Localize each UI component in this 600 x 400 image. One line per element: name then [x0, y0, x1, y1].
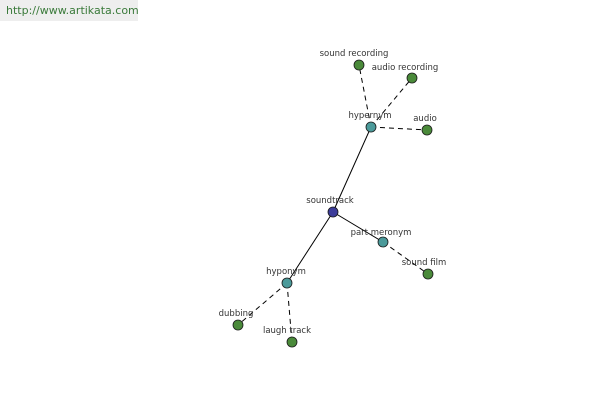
- node-label-dubbing[interactable]: dubbing: [219, 309, 254, 319]
- edge-soundtrack-to-hyponym: [286, 211, 334, 284]
- node-label-part-meronym[interactable]: part meronym: [351, 228, 412, 238]
- node-part-meronym[interactable]: [377, 236, 389, 248]
- node-sound-film[interactable]: [422, 268, 434, 280]
- node-audio[interactable]: [421, 124, 433, 136]
- node-soundtrack[interactable]: [327, 206, 339, 218]
- edges-layer: [237, 64, 429, 343]
- node-label-hyponym[interactable]: hyponym: [266, 267, 306, 277]
- edge-hypernym-to-audio-recording: [370, 77, 413, 128]
- node-label-hypernym[interactable]: hypernym: [348, 111, 391, 121]
- edge-soundtrack-to-hypernym: [332, 126, 372, 213]
- node-label-audio[interactable]: audio: [413, 114, 437, 124]
- node-label-audio-recording[interactable]: audio recording: [372, 63, 439, 73]
- edge-soundtrack-to-part-meronym: [332, 211, 384, 243]
- node-hypernym[interactable]: [365, 121, 377, 133]
- node-label-laugh-track[interactable]: laugh track: [263, 326, 311, 336]
- node-label-sound-film[interactable]: sound film: [402, 258, 447, 268]
- node-hyponym[interactable]: [281, 277, 293, 289]
- node-laugh-track[interactable]: [286, 336, 298, 348]
- node-sound-recording[interactable]: [353, 59, 365, 71]
- node-dubbing[interactable]: [232, 319, 244, 331]
- labels-layer: soundtrack hypernym part meronym hyponym sou…: [219, 49, 447, 336]
- site-url-link[interactable]: http://www.artikata.com: [0, 0, 139, 21]
- edge-hyponym-to-laugh-track: [286, 282, 293, 343]
- nodes-layer: [232, 59, 434, 348]
- node-label-sound-recording[interactable]: sound recording: [320, 49, 389, 59]
- node-label-soundtrack[interactable]: soundtrack: [306, 196, 354, 206]
- node-audio-recording[interactable]: [406, 72, 418, 84]
- edge-hypernym-to-audio: [370, 126, 428, 131]
- edge-hyponym-to-dubbing: [237, 282, 288, 326]
- edge-hypernym-to-sound-recording: [358, 64, 372, 128]
- edge-part-meronym-to-sound-film: [382, 241, 429, 275]
